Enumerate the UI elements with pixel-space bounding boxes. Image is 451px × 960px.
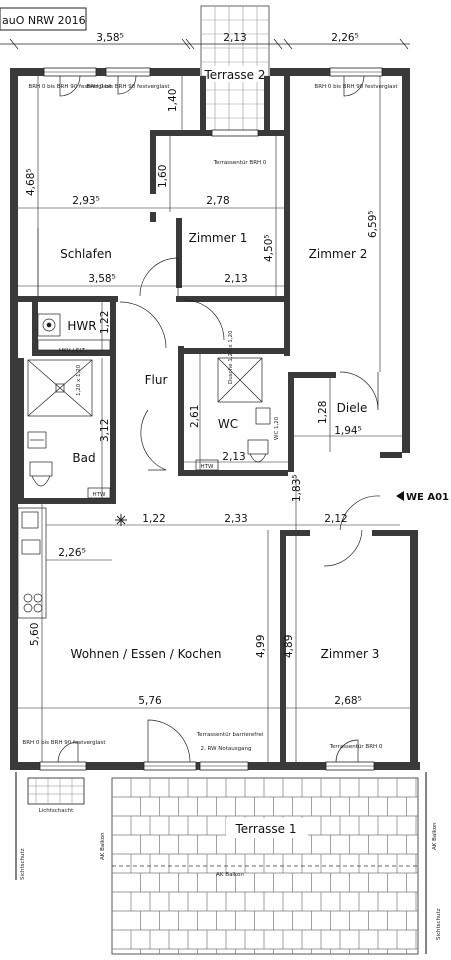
- room-zimmer-3: Zimmer 3: [321, 647, 380, 661]
- room-zimmer-1: Zimmer 1: [189, 231, 248, 245]
- dim-h122: 1,22: [142, 513, 165, 525]
- dim-v312: 3,12: [99, 419, 111, 442]
- dim-top-left: 3,58⁵: [96, 32, 124, 44]
- note-htw-bad: HTW: [93, 492, 106, 498]
- note-ak-balkon-right: AK Balkon: [432, 822, 438, 850]
- dim-h226: 2,26⁵: [58, 547, 86, 559]
- terrace-bottom: [111, 777, 419, 955]
- note-terrassentuer-barrier: Terrassentür barrierefrei: [196, 732, 264, 738]
- dim-h293: 2,93⁵: [72, 195, 100, 207]
- dim-v560: 5,60: [29, 623, 41, 646]
- note-sichtschutz-right: Sichtschutz: [436, 908, 442, 940]
- dim-h576: 5,76: [138, 695, 162, 707]
- dim-v659: 6,59⁵: [367, 210, 379, 238]
- note-ak-balkon-bottom: AK Balkon: [216, 872, 244, 878]
- room-terrasse-1: Terrasse 1: [234, 822, 296, 836]
- dim-v160: 1,60: [157, 165, 169, 188]
- dim-h268: 2,68⁵: [334, 695, 362, 707]
- note-window-zimmer2: BRH 0 bis BRH 90 festverglast: [314, 84, 398, 90]
- dim-h194: 1,94⁵: [334, 425, 362, 437]
- note-sichtschutz-left: Sichtschutz: [20, 848, 26, 880]
- dim-top-right: 2,26⁵: [331, 32, 359, 44]
- note-dusche-bad: 1,20 x 1,20: [76, 364, 82, 396]
- door-swings: [57, 75, 381, 763]
- dim-h278: 2,78: [206, 195, 229, 207]
- dim-v489: 4,89: [283, 635, 295, 658]
- note-notausgang: 2. RW Notausgang: [201, 746, 252, 752]
- dim-v468: 4,68⁵: [25, 168, 37, 196]
- room-schlafen: Schlafen: [60, 247, 112, 261]
- plan-title: auO NRW 2016: [2, 14, 86, 27]
- entry-label: WE A01: [406, 492, 449, 503]
- dim-v122: 1,22: [99, 311, 111, 334]
- note-window-schlafen-2: BRH 0 bis BRH 90 festverglast: [86, 84, 170, 90]
- dim-top-mid: 2,13: [223, 32, 246, 44]
- room-bad: Bad: [72, 451, 95, 465]
- fixtures: [17, 313, 271, 619]
- outer-walls: [10, 68, 420, 770]
- room-diele: Diele: [337, 401, 368, 415]
- note-dusche-wc: Dusche 1,20 x 1,20: [228, 330, 234, 384]
- room-flur: Flur: [145, 373, 168, 387]
- dim-h213: 2,13: [224, 273, 247, 285]
- entry-arrow-icon: [396, 491, 404, 501]
- note-terrassentuer-top: Terrassentür BRH 0: [213, 160, 267, 166]
- lichtschacht-box: [27, 777, 85, 805]
- dim-h212: 2,12: [324, 513, 347, 525]
- note-htw-wc: HTW: [201, 464, 214, 470]
- dim-h233: 2,33: [224, 513, 247, 525]
- dim-h358: 3,58⁵: [88, 273, 116, 285]
- note-terrassentuer-z3: Terrassentür BRH 0: [329, 744, 383, 750]
- dim-v450: 4,50⁵: [263, 234, 275, 262]
- dimension-top: [0, 38, 410, 50]
- note-window-schlafen: BRH 0 bis BRH 90 festverglast: [28, 84, 112, 90]
- room-hwr: HWR: [67, 319, 96, 333]
- note-wc-dims: WC 1,20: [274, 416, 280, 440]
- note-window-wohnen: BRH 0 bis BRH 90 festverglast: [22, 740, 106, 746]
- room-terrasse-2: Terrasse 2: [203, 68, 265, 82]
- dimension-lines: [18, 76, 410, 762]
- windows: [39, 67, 383, 771]
- terrace-top: [200, 5, 270, 133]
- note-hkv: HKV / ELT: [59, 348, 86, 354]
- note-lichtschacht: Lichtschacht: [39, 808, 75, 814]
- dim-v183: 1,83⁵: [291, 474, 303, 502]
- dim-v140: 1,40: [167, 89, 179, 112]
- dim-v261: 2,61: [189, 405, 201, 428]
- room-zimmer-2: Zimmer 2: [309, 247, 368, 261]
- room-wohnen: Wohnen / Essen / Kochen: [71, 647, 222, 661]
- dim-v128: 1,28: [317, 401, 329, 424]
- title-box: [0, 7, 87, 31]
- dim-v499: 4,99: [255, 635, 267, 658]
- interior-walls: [18, 76, 418, 762]
- room-wc: WC: [218, 417, 238, 431]
- dim-h213b: 2,13: [222, 451, 245, 463]
- note-ak-balkon-left: AK Balkon: [100, 832, 106, 860]
